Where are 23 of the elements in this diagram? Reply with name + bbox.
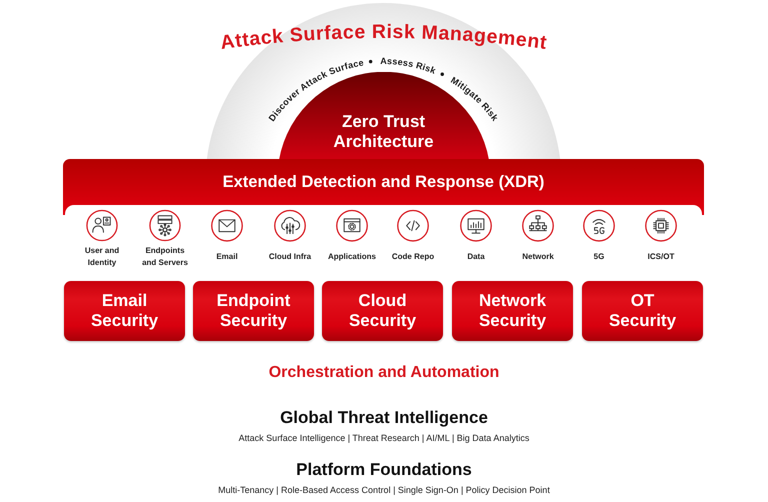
capability-list: Multi-Tenancy | Role-Based Access Control | Single Sign-On | Policy Decision Point [218,484,550,494]
layer-title: Platform Foundations [296,460,472,478]
category-label: Email [216,251,238,264]
category-label: Cloud Infra [268,251,312,264]
layer-title: Orchestration and Automation [268,364,500,381]
arc-title: Attack Surface Risk Management [219,20,548,54]
dome-title: Zero Trust Architecture [332,112,435,152]
category-label: Applications [328,251,376,264]
category-label: Network [522,251,554,264]
category-label: Endpoints and Servers [141,245,189,269]
layer-title: Global Threat Intelligence [280,408,488,426]
solution-tile: Cloud Security [322,281,443,341]
category-label: User and Identity [84,245,120,269]
arc-item: Assess Risk [380,56,438,76]
solution-tile: Endpoint Security [193,281,314,341]
solution-tile: Network Security [452,281,573,341]
capability-list: Attack Surface Intelligence | Threat Research | AI/ML | Big Data Analytics [238,432,530,442]
category-label: ICS/OT [648,251,674,264]
category-label: 5G [594,251,604,264]
solution-tile: Email Security [64,281,185,341]
category-label: Code Repo [392,251,434,264]
solution-tile: OT Security [582,281,703,341]
category-label: Data [467,251,485,264]
